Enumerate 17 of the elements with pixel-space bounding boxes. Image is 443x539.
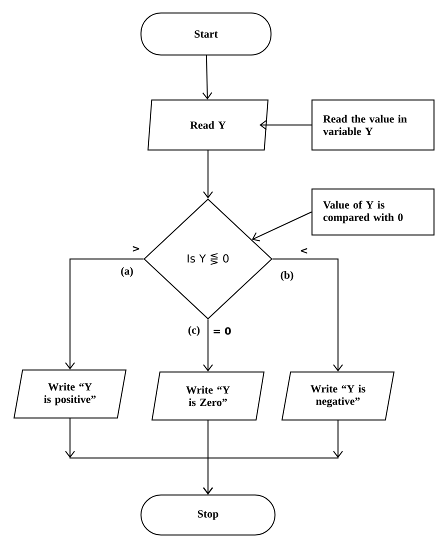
arrow — [65, 258, 144, 370]
terminal-box: Start — [140, 12, 272, 56]
arrow — [272, 258, 343, 372]
branch-label: (c) — [188, 326, 200, 336]
arrow — [203, 150, 213, 198]
note-box: Value of Y is compared with 0 — [312, 188, 434, 236]
arrow — [260, 120, 312, 130]
arrow — [252, 212, 312, 242]
arrow — [203, 420, 343, 494]
note-box: Read the value in variable Y — [312, 100, 434, 150]
branch-label: (a) — [121, 267, 133, 277]
edge-label: = 0 — [212, 326, 232, 336]
edge-label: < — [298, 247, 310, 255]
arrow — [202, 55, 212, 100]
arrow — [203, 319, 213, 372]
terminal-box: Stop — [140, 494, 276, 536]
edge-label: > — [130, 245, 142, 253]
